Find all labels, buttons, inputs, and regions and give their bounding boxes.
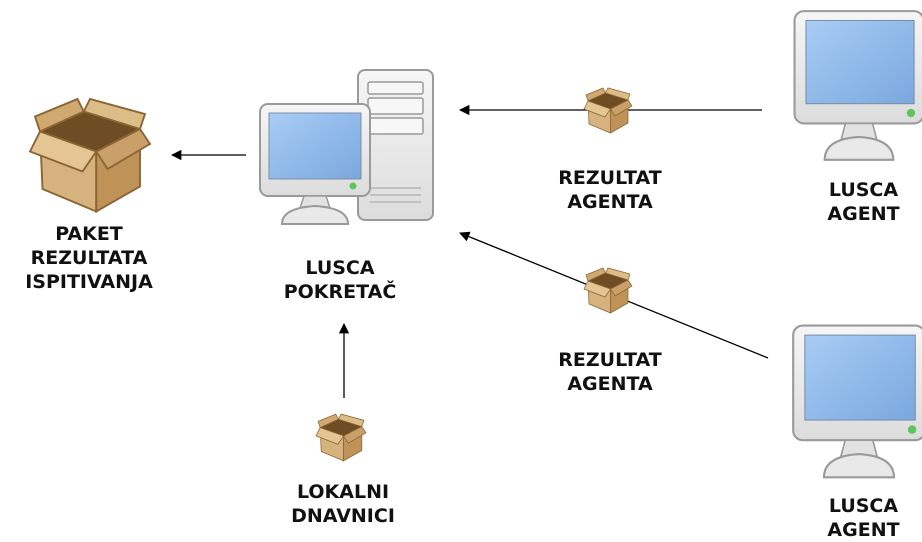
local-data-label: LOKALNI DNAVNICI <box>268 480 418 528</box>
agent-top-label-line1: LUSCA <box>828 179 899 201</box>
agent-top-monitor-icon <box>793 10 922 161</box>
agent-top-label-line2: AGENT <box>827 203 900 225</box>
agent-result-bottom-box-icon <box>583 267 633 314</box>
result-package-box-icon <box>28 97 152 213</box>
local-data-label-line1: LOKALNI <box>296 481 390 503</box>
local-data-label-line2: DNAVNICI <box>291 505 395 527</box>
agent-result-top-label-line1: REZULTAT <box>558 167 662 189</box>
runner-label: LUSCA POKRETAČ <box>265 256 415 304</box>
agent-bottom-monitor-icon <box>792 324 922 479</box>
runner-label-line1: LUSCA <box>305 257 375 279</box>
agent-result-top-label-line2: AGENTA <box>567 191 653 213</box>
agent-bottom-label-line2: AGENT <box>827 519 900 541</box>
runner-desktop-tower-icon <box>259 69 434 225</box>
agent-bottom-label: LUSCA AGENT <box>805 494 922 542</box>
agent-result-top-label: REZULTAT AGENTA <box>535 166 685 214</box>
agent-result-bottom-label-line2: AGENTA <box>567 373 653 395</box>
agent-bottom-label-line1: LUSCA <box>828 495 899 517</box>
result-package-label: PAKET REZULTATA ISPITIVANJA <box>0 222 178 294</box>
local-data-box-icon <box>315 413 367 462</box>
result-package-label-line1: PAKET <box>55 223 123 245</box>
result-package-label-line2: REZULTATA <box>30 247 148 269</box>
runner-label-line2: POKRETAČ <box>283 281 397 303</box>
agent-result-bottom-label-line1: REZULTAT <box>558 349 662 371</box>
agent-result-top-box-icon <box>583 87 633 134</box>
agent-result-bottom-label: REZULTAT AGENTA <box>535 348 685 396</box>
agent-top-label: LUSCA AGENT <box>805 178 922 226</box>
result-package-label-line3: ISPITIVANJA <box>25 271 153 293</box>
